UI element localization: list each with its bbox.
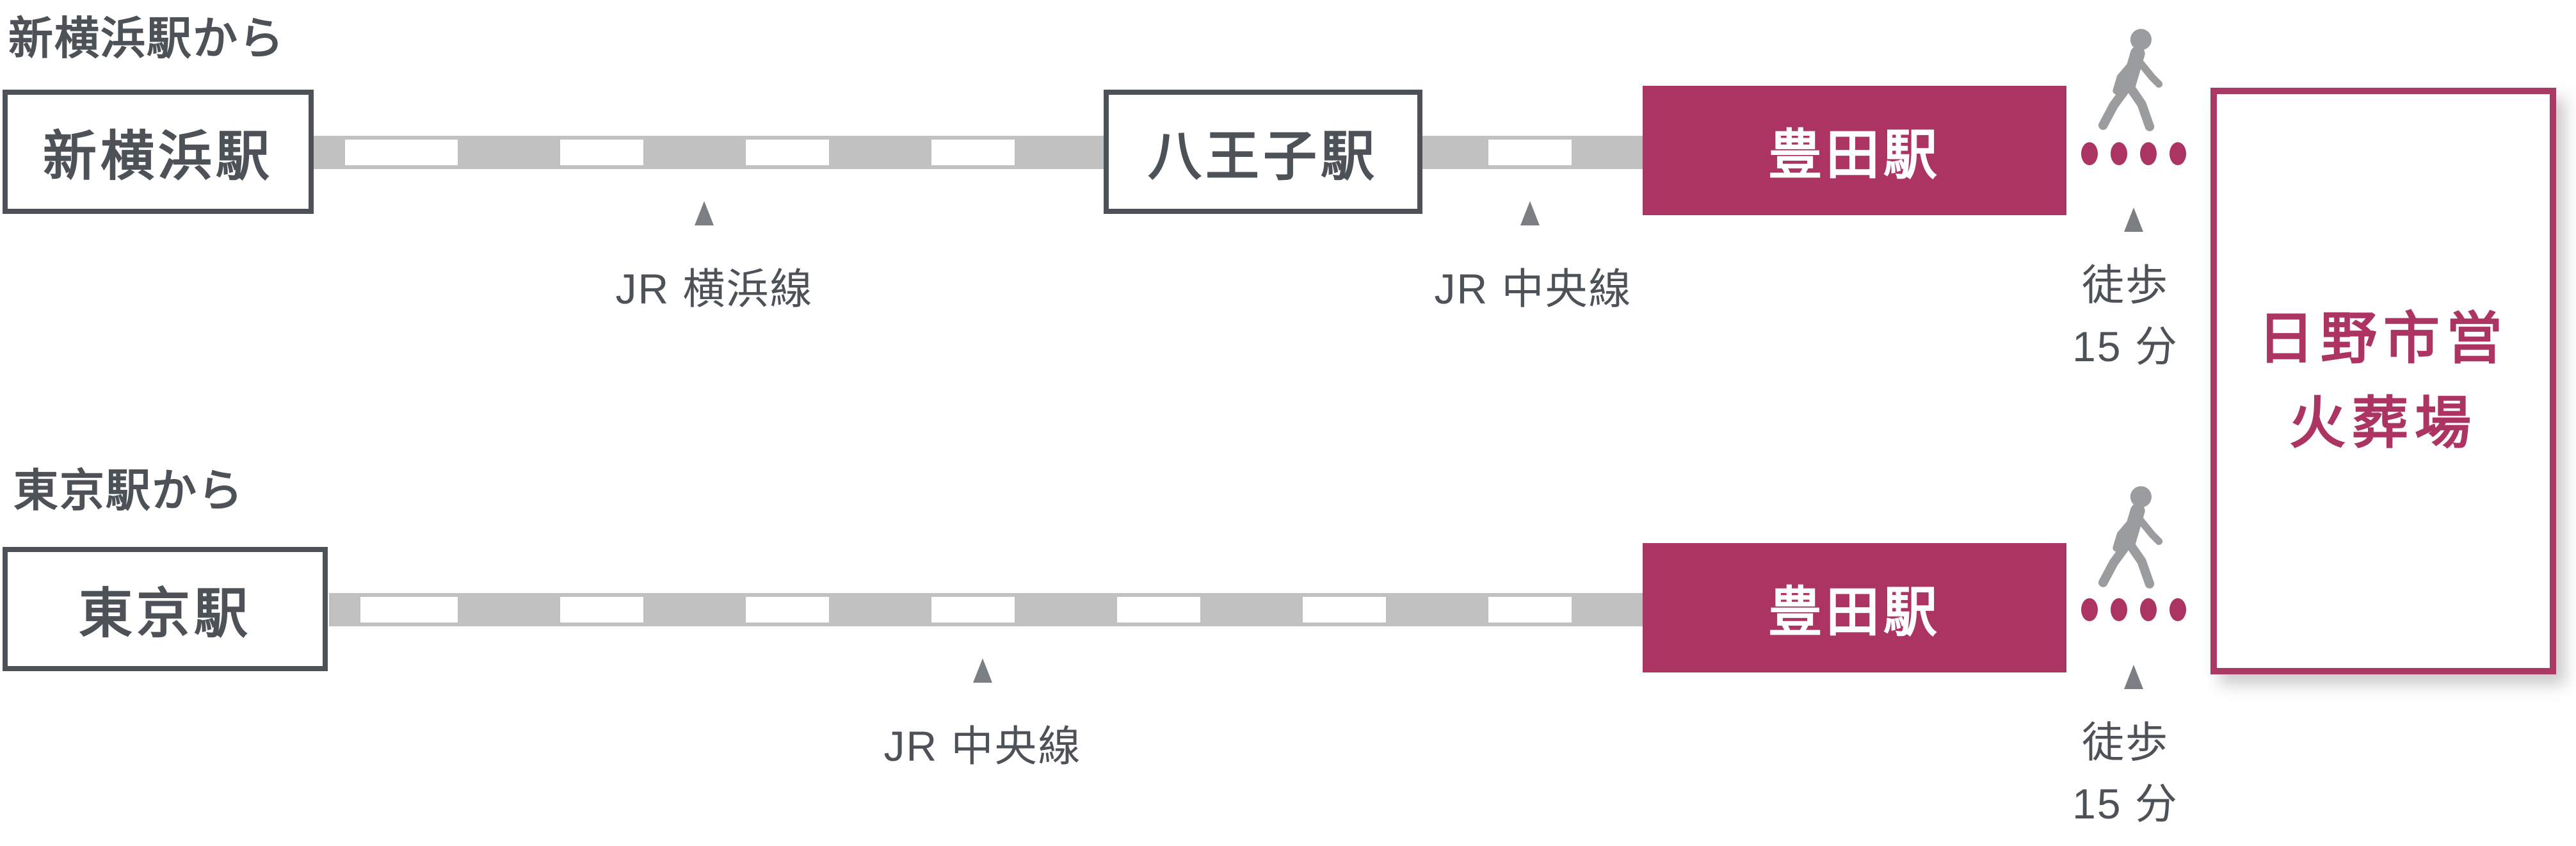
walking-person-icon <box>2086 484 2182 594</box>
route2-walk-dotted-line <box>2081 598 2186 621</box>
walk-dot <box>2081 142 2098 165</box>
route2-terminal-station-label: 豊田駅 <box>1767 582 1941 642</box>
walk-dot <box>2140 142 2157 165</box>
destination-box: 日野市営 火葬場 <box>2210 88 2556 674</box>
route2-line-label: JR 中央線 <box>883 722 1082 770</box>
walking-person-icon <box>2086 27 2182 136</box>
route2-walk-label: 徒歩 15 分 <box>2049 712 2202 834</box>
walk-dot <box>2081 598 2098 621</box>
destination-name-line1: 日野市営 <box>2257 307 2509 370</box>
route2-origin-station-label: 東京駅 <box>78 583 252 644</box>
route2-origin-station-box: 東京駅 <box>3 547 328 671</box>
route2-heading: 東京駅から <box>13 466 244 516</box>
route1-transfer-station-label: 八王子駅 <box>1147 126 1378 186</box>
route1-walk-label-line2: 15 分 <box>2072 322 2178 370</box>
route1-transfer-station-box: 八王子駅 <box>1104 90 1422 214</box>
route2-line-pointer-icon <box>973 658 992 683</box>
destination-name-line2: 火葬場 <box>2289 391 2477 455</box>
route1-line1-label: JR 横浜線 <box>615 265 814 313</box>
route2-walk-label-line1: 徒歩 <box>2082 719 2169 766</box>
route2-terminal-station-box: 豊田駅 <box>1643 543 2066 672</box>
route1-heading: 新横浜駅から <box>8 13 285 63</box>
route1-walk-pointer-icon <box>2124 207 2143 232</box>
route1-rail-line-dashes <box>314 140 1643 165</box>
route1-origin-station-label: 新横浜駅 <box>42 126 273 186</box>
route1-line2-label: JR 中央線 <box>1434 265 1632 313</box>
route1-walk-label: 徒歩 15 分 <box>2049 255 2202 377</box>
route1-walk-dotted-line <box>2081 142 2186 165</box>
route2-walk-pointer-icon <box>2124 665 2143 689</box>
route1-rail-line <box>314 136 1643 169</box>
walk-dot <box>2111 598 2127 621</box>
walk-dot <box>2169 142 2186 165</box>
route1-walk-label-line1: 徒歩 <box>2082 261 2169 309</box>
route1-line1-pointer-icon <box>695 201 714 225</box>
walk-dot <box>2169 598 2186 621</box>
route1-terminal-station-box: 豊田駅 <box>1643 86 2066 215</box>
walk-dot <box>2140 598 2157 621</box>
route2-walk-label-line2: 15 分 <box>2072 779 2178 827</box>
route2-rail-line-dashes <box>329 597 1643 622</box>
route1-origin-station-box: 新横浜駅 <box>3 90 314 214</box>
route1-line2-pointer-icon <box>1520 201 1540 225</box>
route2-rail-line <box>329 593 1643 626</box>
walk-dot <box>2111 142 2127 165</box>
route1-terminal-station-label: 豊田駅 <box>1767 124 1941 185</box>
